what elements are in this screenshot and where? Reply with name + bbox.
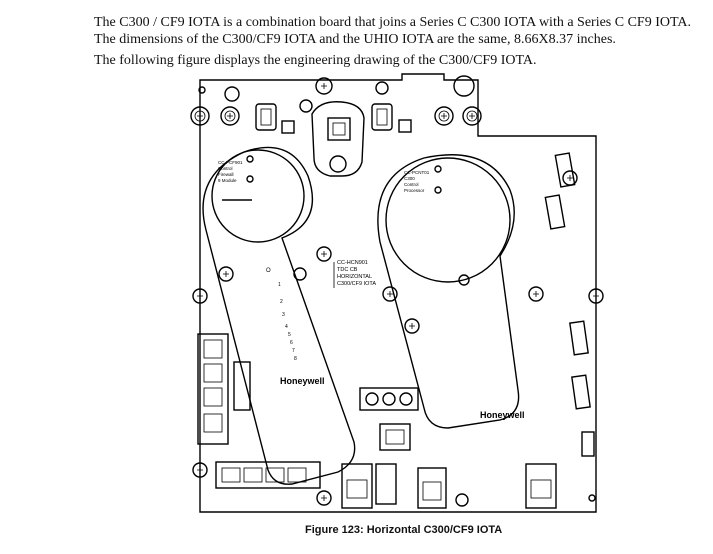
left-module: CC-PCF901 Control Firewall 9 Module O 1 … xyxy=(202,146,356,485)
intro-paragraph: The C300 / CF9 IOTA is a combination boa… xyxy=(94,15,692,47)
right-module: CC-PCNT01 C300 Control Processor Honeywe… xyxy=(377,154,525,429)
figure-caption: Figure 123: Horizontal C300/CF9 IOTA xyxy=(305,524,503,536)
left-led-2: 2 xyxy=(280,299,283,305)
svg-text:Processor: Processor xyxy=(404,188,425,193)
brand-right: Honeywell xyxy=(480,410,525,420)
left-led-3: 3 xyxy=(282,312,285,318)
left-led-5: 5 xyxy=(288,332,291,338)
left-led-7: 7 xyxy=(292,348,295,354)
svg-text:C300/CF9 IOTA: C300/CF9 IOTA xyxy=(337,281,376,287)
svg-text:C300: C300 xyxy=(404,176,415,181)
right-side-connectors xyxy=(544,152,596,502)
engineering-drawing: CC-PCF901 Control Firewall 9 Module O 1 … xyxy=(190,73,604,513)
svg-text:O: O xyxy=(266,268,271,274)
board-label: CC-HCN901 TDC CB HORIZONTAL C300/CF9 IOT… xyxy=(333,260,376,288)
terminal-blocks xyxy=(359,387,419,451)
svg-text:9 Module: 9 Module xyxy=(218,178,237,183)
svg-text:HORIZONTAL: HORIZONTAL xyxy=(337,274,372,280)
bottom-connectors xyxy=(215,461,557,509)
svg-text:Control: Control xyxy=(218,166,233,171)
left-led-8: 8 xyxy=(294,356,297,362)
mounting-screws xyxy=(192,170,604,506)
left-led-4: 4 xyxy=(285,324,288,330)
figure-intro-paragraph: The following figure displays the engine… xyxy=(94,53,537,68)
left-led-1: 1 xyxy=(278,282,281,288)
board-outline xyxy=(199,73,597,513)
svg-text:TDC CB: TDC CB xyxy=(337,267,358,273)
svg-text:Control: Control xyxy=(404,182,419,187)
svg-text:CC-PCF901: CC-PCF901 xyxy=(218,160,243,165)
top-connectors xyxy=(255,101,412,177)
left-rj-connectors xyxy=(197,333,251,445)
brand-left: Honeywell xyxy=(280,376,325,386)
top-screws xyxy=(190,75,482,126)
svg-text:CC-HCN901: CC-HCN901 xyxy=(337,260,368,266)
svg-text:Firewall: Firewall xyxy=(218,172,234,177)
svg-text:CC-PCNT01: CC-PCNT01 xyxy=(404,170,430,175)
left-led-6: 6 xyxy=(290,340,293,346)
